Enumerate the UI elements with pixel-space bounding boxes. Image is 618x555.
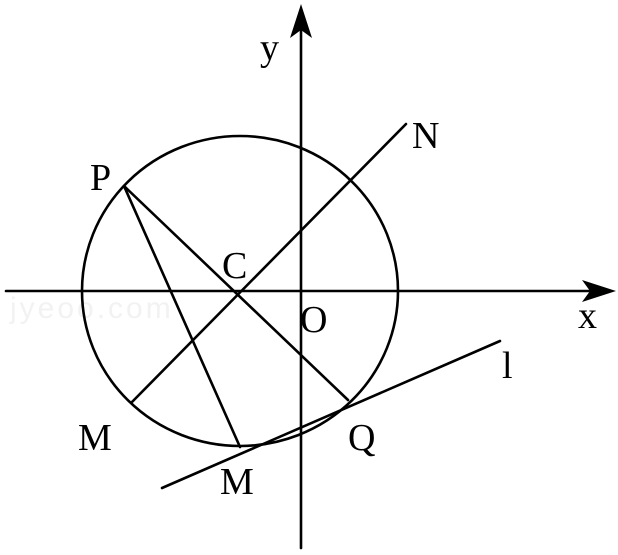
line-mn — [130, 122, 408, 404]
x-axis-label: x — [578, 295, 597, 337]
line-l-label: l — [502, 345, 513, 387]
center-label: C — [222, 245, 247, 287]
point-q-label: Q — [348, 417, 375, 459]
origin-label: O — [300, 299, 327, 341]
watermark-text: jyeoo.com — [9, 292, 174, 325]
segment-pm — [122, 184, 242, 449]
x-axis-arrow-icon — [582, 280, 616, 302]
y-axis-arrow-icon — [290, 4, 312, 38]
point-n-label: N — [412, 115, 439, 157]
point-p-label: P — [90, 157, 111, 199]
line-l — [160, 339, 502, 490]
segment-pq — [122, 184, 350, 402]
point-m-bottom-label: M — [220, 461, 254, 503]
point-m-left-label: M — [78, 417, 112, 459]
y-axis-label: y — [260, 27, 279, 69]
